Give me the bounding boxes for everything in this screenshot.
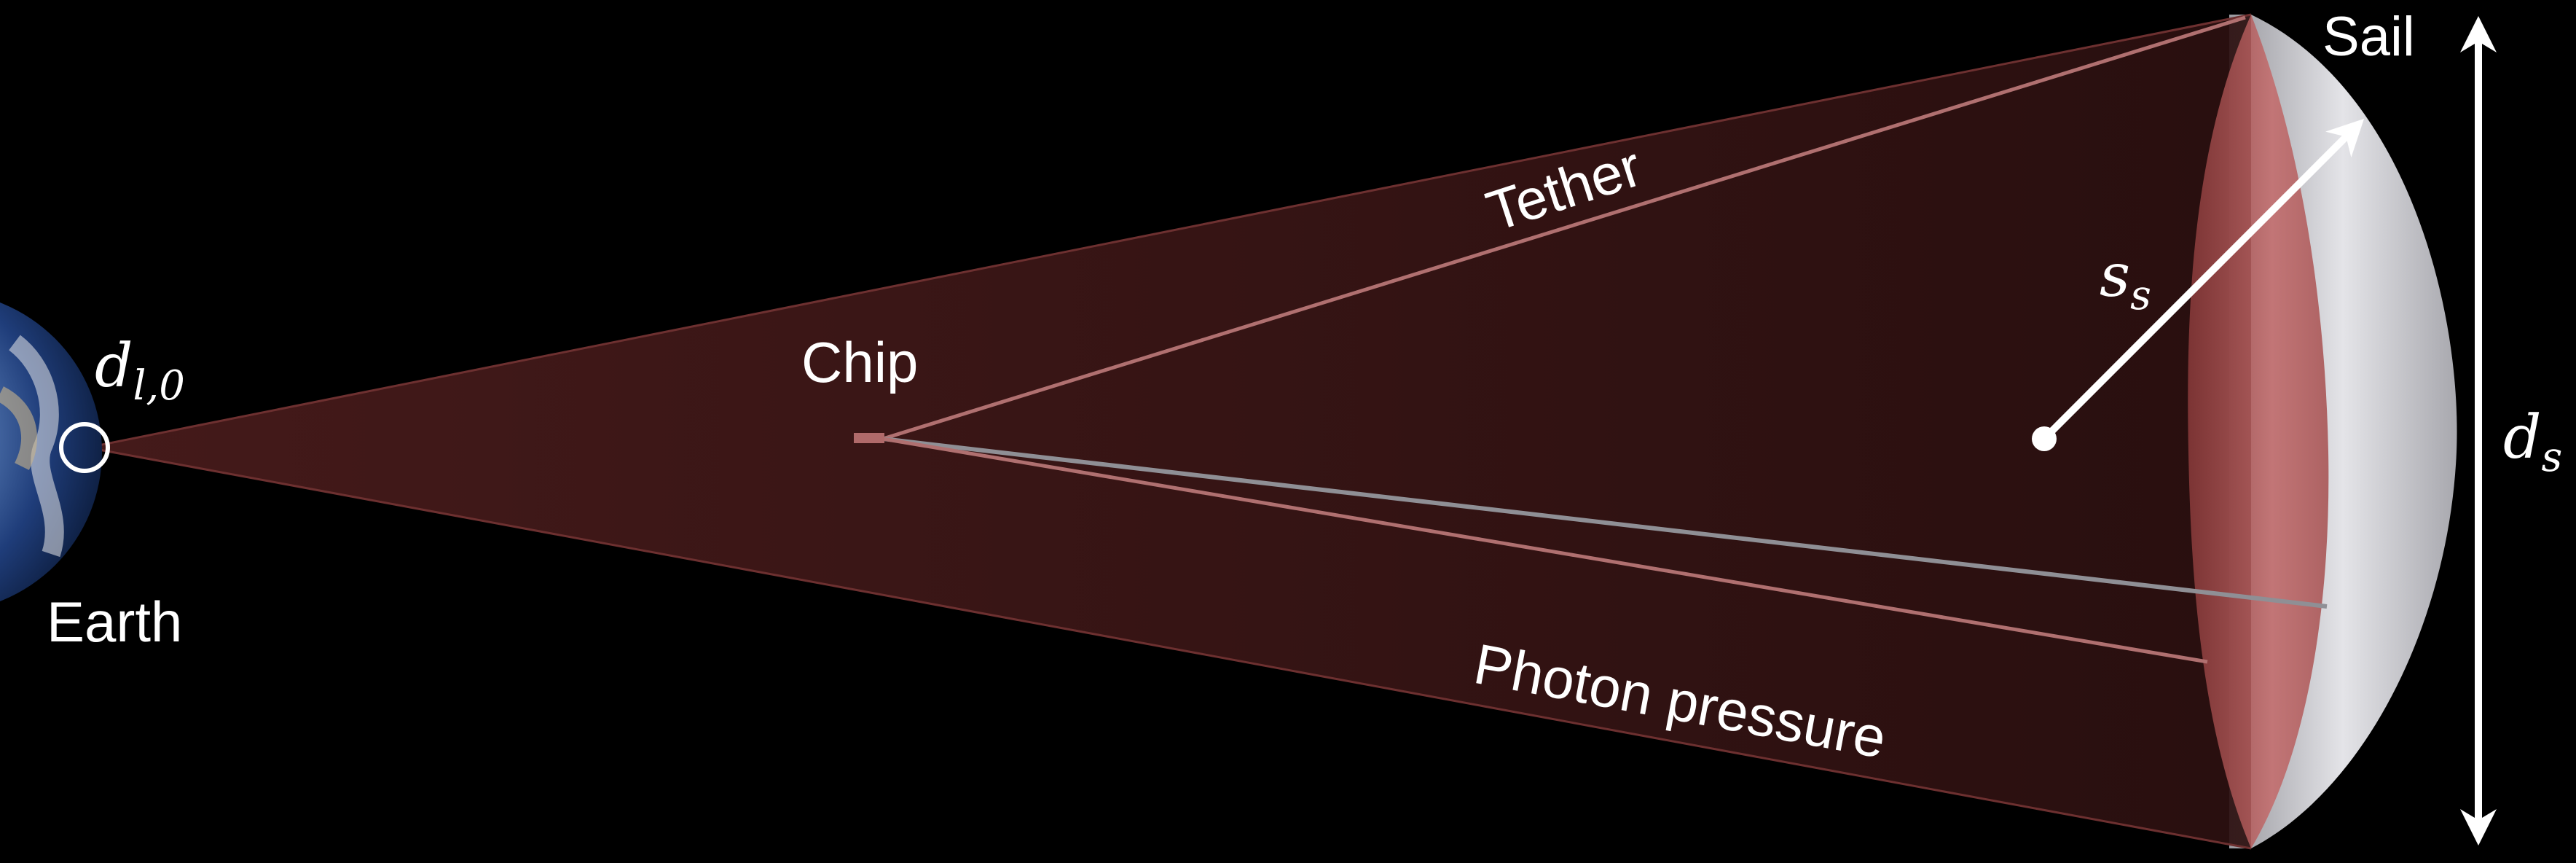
circle-marker-icon <box>59 422 110 473</box>
sail-diameter-symbol: ds <box>2503 403 2562 481</box>
beam-edge-top <box>87 13 2252 449</box>
earth-label: Earth <box>47 590 182 654</box>
arrow-icon <box>2041 118 2365 442</box>
sail-label: Sail <box>2322 6 2415 68</box>
beam-diameter-symbol: dl,0 <box>95 332 185 410</box>
earth-globe-icon <box>0 302 102 601</box>
chip-label: Chip <box>801 330 918 394</box>
photon-beam-cone <box>87 15 2251 848</box>
sail-radius-symbol: ss <box>2100 241 2151 319</box>
tether-line-bottom <box>882 437 2208 664</box>
tether-line-top <box>882 15 2246 441</box>
chip-body <box>854 433 884 443</box>
beam-edge-bottom <box>87 446 2252 850</box>
tether-line-middle <box>882 437 2328 609</box>
sail-front-surface <box>2188 15 2329 848</box>
